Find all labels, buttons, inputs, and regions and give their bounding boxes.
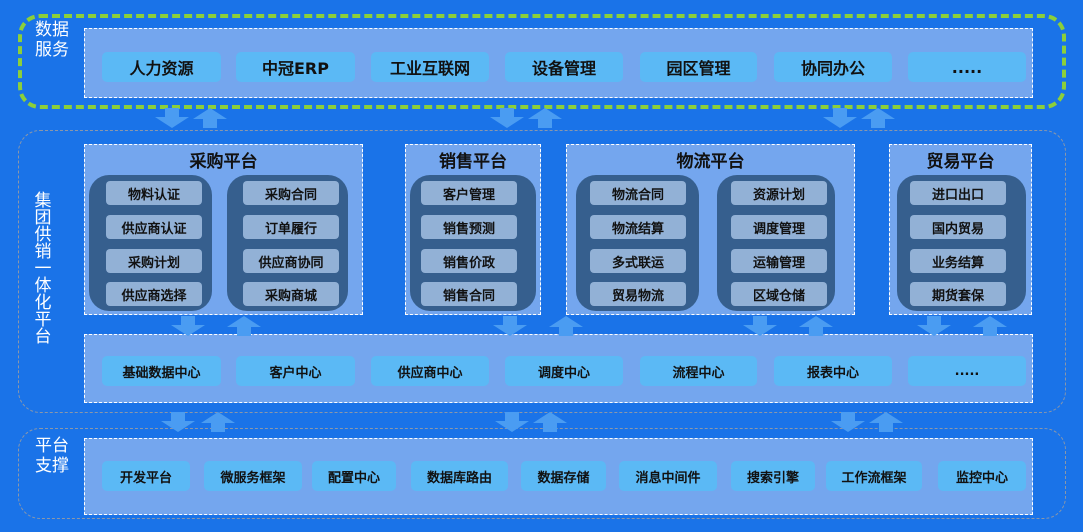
support-item: 微服务框架 xyxy=(204,461,302,491)
support-item: 配置中心 xyxy=(312,461,396,491)
platform-module: 采购计划 xyxy=(106,249,202,273)
arrow-down-icon xyxy=(155,108,189,128)
platform-module: 销售预测 xyxy=(421,215,517,239)
arrow-down-icon xyxy=(743,316,777,336)
platform-support-section xyxy=(18,428,1066,519)
data-service-section xyxy=(18,14,1066,109)
platform-module: 贸易物流 xyxy=(590,282,686,306)
platform-module: 供应商协同 xyxy=(243,249,339,273)
platform-module: 销售价政 xyxy=(421,249,517,273)
platform-module: 业务结算 xyxy=(910,249,1006,273)
platform-module: 调度管理 xyxy=(731,215,827,239)
arrow-up-icon xyxy=(861,108,895,128)
platform-module: 物料认证 xyxy=(106,181,202,205)
data-service-item: 人力资源 xyxy=(102,52,221,82)
support-item: 数据库路由 xyxy=(411,461,508,491)
platform-title: 物流平台 xyxy=(676,152,745,172)
support-item: 搜索引擎 xyxy=(731,461,815,491)
arrow-down-icon xyxy=(493,316,527,336)
platform-module: 国内贸易 xyxy=(910,215,1006,239)
arrow-down-icon xyxy=(171,316,205,336)
platform-module: 供应商选择 xyxy=(106,282,202,306)
platform-module: 资源计划 xyxy=(731,181,827,205)
supply-platform-label: 集团供销一体化平台 xyxy=(34,191,52,347)
arrow-up-icon xyxy=(869,412,903,432)
platform-module: 订单履行 xyxy=(243,215,339,239)
arrow-up-icon xyxy=(973,316,1007,336)
platform-module: 采购商城 xyxy=(243,282,339,306)
platform-module: 物流结算 xyxy=(590,215,686,239)
supply-platform-section xyxy=(18,130,1066,413)
center-item: 基础数据中心 xyxy=(102,356,221,386)
center-item: 流程中心 xyxy=(640,356,757,386)
support-item: 开发平台 xyxy=(102,461,190,491)
center-item: 报表中心 xyxy=(774,356,892,386)
arrow-down-icon xyxy=(490,108,524,128)
platform-title: 销售平台 xyxy=(439,152,507,172)
center-item: 客户中心 xyxy=(236,356,355,386)
arrow-up-icon xyxy=(549,316,583,336)
center-item: ..... xyxy=(908,356,1026,386)
arrow-down-icon xyxy=(917,316,951,336)
platform-module: 销售合同 xyxy=(421,282,517,306)
arrow-down-icon xyxy=(161,412,195,432)
platform-module: 采购合同 xyxy=(243,181,339,205)
support-item: 消息中间件 xyxy=(619,461,717,491)
support-item: 监控中心 xyxy=(938,461,1026,491)
arrow-up-icon xyxy=(227,316,261,336)
data-service-item: ..... xyxy=(908,52,1026,82)
platform-module: 区域仓储 xyxy=(731,282,827,306)
platform-module: 多式联运 xyxy=(590,249,686,273)
data-service-item: 园区管理 xyxy=(640,52,757,82)
platform-title: 采购平台 xyxy=(189,152,258,172)
center-item: 供应商中心 xyxy=(371,356,489,386)
arrow-up-icon xyxy=(193,108,227,128)
data-service-item: 中冠ERP xyxy=(236,52,355,82)
data-service-label: 数据服务 xyxy=(35,20,69,60)
platform-module: 期货套保 xyxy=(910,282,1006,306)
arrow-down-icon xyxy=(495,412,529,432)
support-item: 数据存储 xyxy=(521,461,606,491)
arrow-up-icon xyxy=(799,316,833,336)
platform-support-label: 平台支撑 xyxy=(35,436,69,476)
arrow-up-icon xyxy=(201,412,235,432)
arrow-up-icon xyxy=(528,108,562,128)
arrow-up-icon xyxy=(533,412,567,432)
platform-module: 客户管理 xyxy=(421,181,517,205)
support-item: 工作流框架 xyxy=(826,461,922,491)
data-service-item: 工业互联网 xyxy=(371,52,489,82)
platform-module: 物流合同 xyxy=(590,181,686,205)
data-service-item: 设备管理 xyxy=(505,52,623,82)
data-service-item: 协同办公 xyxy=(774,52,892,82)
platform-module: 运输管理 xyxy=(731,249,827,273)
platform-module: 供应商认证 xyxy=(106,215,202,239)
platform-module: 进口出口 xyxy=(910,181,1006,205)
arrow-down-icon xyxy=(831,412,865,432)
arrow-down-icon xyxy=(823,108,857,128)
platform-title: 贸易平台 xyxy=(926,152,995,172)
center-item: 调度中心 xyxy=(505,356,623,386)
